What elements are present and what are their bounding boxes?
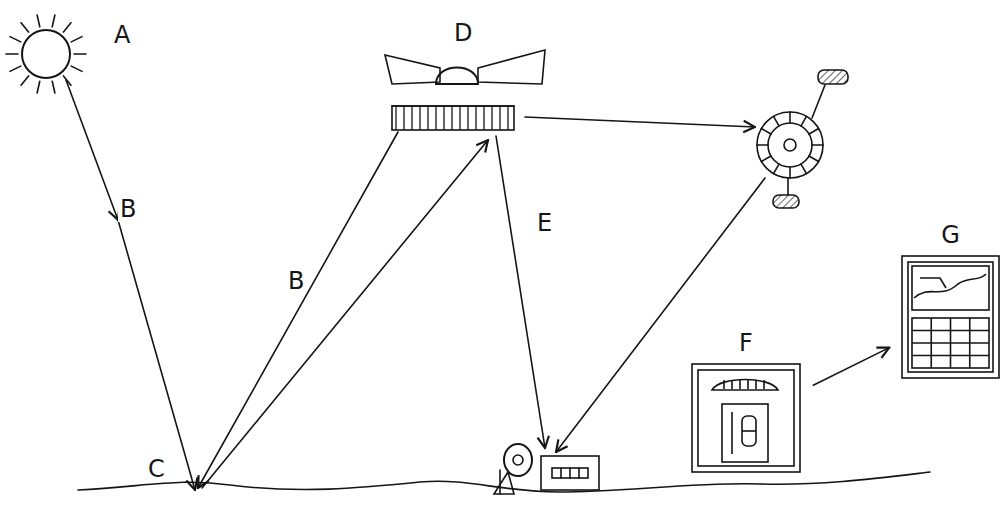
flow-arrow	[813, 348, 889, 386]
part-letter: B	[118, 196, 138, 222]
part-letter: D	[452, 20, 474, 46]
display-screen: F	[690, 330, 802, 474]
part-letter: G	[900, 222, 1001, 248]
display-panel	[690, 362, 802, 474]
display-panel	[900, 254, 1001, 380]
part-letter: C	[146, 456, 167, 482]
part-letter: F	[690, 330, 802, 356]
part-letter: E	[535, 210, 554, 236]
display-screen: G	[900, 222, 1001, 380]
part-letter: A	[112, 22, 132, 48]
part-letter: B	[286, 268, 306, 294]
